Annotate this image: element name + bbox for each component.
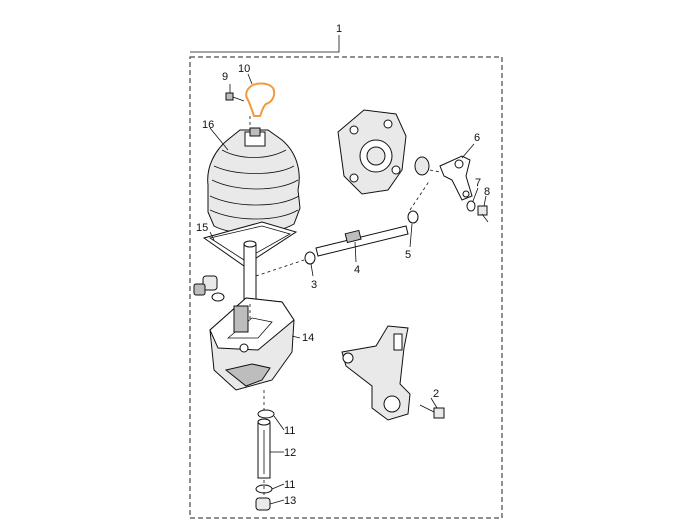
shift-lever-rod bbox=[243, 240, 257, 305]
part-4-shaft[interactable] bbox=[315, 225, 409, 257]
callout-3[interactable]: 3 bbox=[311, 279, 317, 291]
assembly-boundary bbox=[189, 56, 503, 519]
callout-labels: 1 2 3 4 5 6 7 8 9 10 11 11 12 13 14 15 1… bbox=[196, 23, 490, 507]
part-8-bolt[interactable] bbox=[477, 205, 489, 223]
callout-2[interactable]: 2 bbox=[433, 388, 439, 400]
callout-9[interactable]: 9 bbox=[222, 71, 228, 83]
callout-14[interactable]: 14 bbox=[302, 332, 314, 344]
part-9-bolt[interactable] bbox=[225, 92, 245, 102]
callout-12[interactable]: 12 bbox=[284, 447, 296, 459]
part-11-ring-upper[interactable] bbox=[257, 409, 275, 419]
part-6-lever[interactable] bbox=[439, 155, 473, 201]
callout-13[interactable]: 13 bbox=[284, 495, 296, 507]
part-14-housing[interactable] bbox=[209, 297, 295, 391]
part-5-washer[interactable] bbox=[407, 210, 419, 224]
bracket-assembly bbox=[341, 325, 411, 421]
assembly-axes bbox=[249, 116, 441, 498]
part-2-bolt[interactable] bbox=[419, 404, 445, 419]
callout-leaders bbox=[190, 35, 487, 505]
callout-15[interactable]: 15 bbox=[196, 222, 208, 234]
part-10-knob[interactable] bbox=[245, 82, 276, 117]
part-3-washer[interactable] bbox=[304, 251, 316, 265]
part-7-washer[interactable] bbox=[466, 200, 476, 212]
callout-7[interactable]: 7 bbox=[475, 177, 481, 189]
callout-8[interactable]: 8 bbox=[484, 186, 490, 198]
callout-16[interactable]: 16 bbox=[202, 119, 214, 131]
callout-6[interactable]: 6 bbox=[474, 132, 480, 144]
callout-1[interactable]: 1 bbox=[336, 23, 342, 35]
callout-4[interactable]: 4 bbox=[354, 264, 360, 276]
upper-cover bbox=[337, 109, 430, 195]
callout-11-upper[interactable]: 11 bbox=[284, 425, 295, 437]
part-16-boot[interactable] bbox=[207, 127, 301, 234]
callout-5[interactable]: 5 bbox=[405, 249, 411, 261]
part-13-cap[interactable] bbox=[255, 497, 271, 511]
side-bushing bbox=[193, 275, 225, 302]
part-12-pin[interactable] bbox=[257, 418, 271, 479]
callout-11-lower[interactable]: 11 bbox=[284, 479, 295, 491]
callout-10[interactable]: 10 bbox=[238, 63, 250, 75]
